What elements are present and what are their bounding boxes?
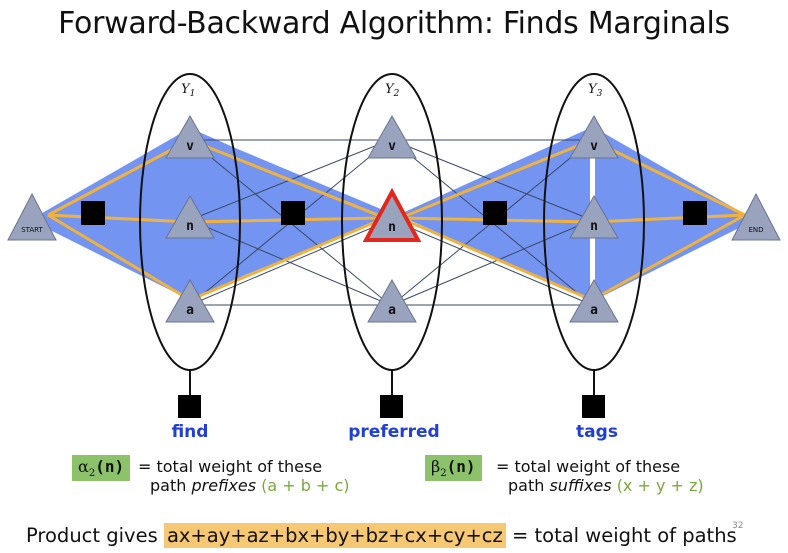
svg-text:n: n — [186, 219, 194, 234]
page-number: 32 — [732, 521, 744, 531]
end-node — [731, 192, 781, 241]
svg-text:v: v — [590, 139, 598, 154]
svg-text:a: a — [388, 303, 396, 318]
word-preferred: preferred — [348, 422, 440, 442]
start-node — [7, 192, 57, 241]
variable-label-y1: Y1 — [181, 82, 195, 99]
node-y2-a: a — [367, 278, 417, 323]
node-y1-a: a — [165, 278, 215, 323]
beta-symbol-box: β2(n) — [425, 455, 482, 482]
suffix-region-right — [595, 128, 755, 300]
svg-text:v: v — [186, 139, 194, 154]
beta-description: = total weight of these path suffixes (x… — [496, 457, 704, 495]
unary-factor-links — [189, 370, 595, 395]
variable-label-y2: Y2 — [385, 82, 400, 99]
node-y3-v: v — [569, 114, 619, 159]
node-y3-n: n — [569, 194, 619, 239]
svg-text:a: a — [186, 303, 194, 318]
product-expression: ax+ay+az+bx+by+bz+cx+cy+cz — [163, 523, 506, 548]
end-label: END — [748, 226, 763, 234]
alpha-description: = total weight of these path prefixes (a… — [138, 457, 350, 495]
svg-text:v: v — [388, 139, 396, 154]
variable-label-y3: Y3 — [588, 82, 603, 99]
node-y2-n-highlighted: n — [362, 187, 422, 242]
node-y1-v: v — [165, 114, 215, 159]
svg-text:n: n — [388, 220, 396, 235]
node-y2-v: v — [367, 114, 417, 159]
slide-title: Forward-Backward Algorithm: Finds Margin… — [58, 6, 730, 41]
unary-factors — [178, 395, 605, 418]
product-suffix: = total weight of paths — [511, 524, 737, 547]
word-find: find — [171, 422, 209, 442]
start-label: START — [21, 226, 43, 234]
prefix-region-left — [30, 128, 190, 300]
svg-text:a: a — [590, 303, 598, 318]
svg-text:n: n — [590, 219, 598, 234]
node-y1-n: n — [165, 194, 215, 239]
product-statement: Product gives ax+ay+az+bx+by+bz+cx+cy+cz… — [26, 523, 737, 548]
product-prefix: Product gives — [26, 524, 158, 547]
factor-squares — [81, 201, 707, 225]
node-y3-a: a — [569, 278, 619, 323]
alpha-symbol-box: α2(n) — [72, 455, 131, 482]
word-tags: tags — [576, 422, 618, 442]
